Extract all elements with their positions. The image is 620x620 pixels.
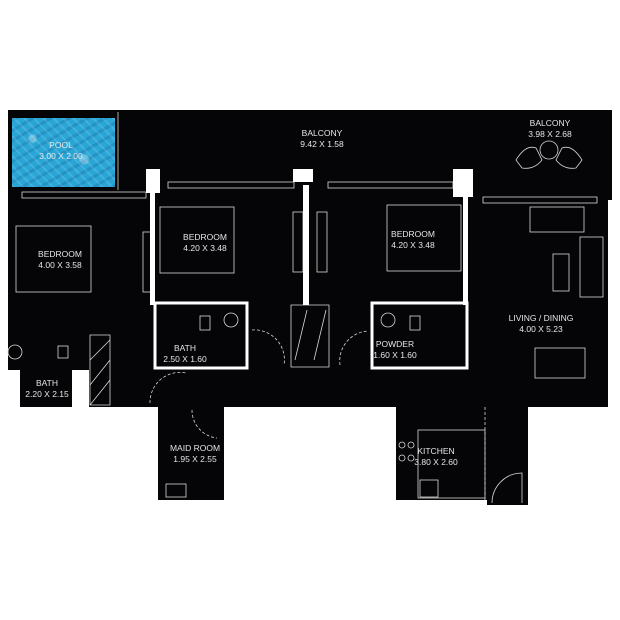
shaft-hatch <box>89 334 111 406</box>
dining-table-icon <box>534 347 586 379</box>
sink-icon <box>380 312 396 328</box>
bed-icon <box>159 206 235 274</box>
room-name: BEDROOM <box>183 232 227 242</box>
room-name: KITCHEN <box>417 446 455 456</box>
room-name: LIVING / DINING <box>508 313 574 323</box>
stove-icon <box>398 441 406 449</box>
room-name: BALCONY <box>529 118 571 128</box>
window <box>482 196 598 204</box>
sofa-icon <box>579 236 604 298</box>
bed-icon <box>165 483 187 498</box>
door-swing <box>491 472 523 504</box>
chair-icon <box>515 146 543 169</box>
stove-icon <box>398 454 406 462</box>
wall <box>303 185 309 305</box>
door-swing <box>191 409 218 439</box>
room-name: BATH <box>173 343 197 353</box>
room-size: 4.00 X 3.58 <box>38 260 82 270</box>
toilet-icon <box>57 345 69 359</box>
chair-icon <box>555 146 583 169</box>
coffee-table-icon <box>552 253 570 292</box>
window <box>21 191 147 199</box>
powder-room-walls <box>370 301 469 370</box>
kitchen-sink-icon <box>419 479 439 498</box>
wardrobe <box>316 211 328 273</box>
room-size: 2.20 X 2.15 <box>25 389 69 399</box>
toilet-icon <box>409 315 421 331</box>
sink-icon <box>223 312 239 328</box>
room-size: 2.50 X 1.60 <box>163 354 207 364</box>
sink-icon <box>7 344 23 360</box>
shaft-hatch <box>290 304 330 368</box>
wall-notch <box>146 169 160 193</box>
stove-icon <box>407 441 415 449</box>
table-icon <box>539 140 559 160</box>
bed-icon <box>386 204 462 272</box>
room-size: 1.95 X 2.55 <box>173 454 217 464</box>
door-swing <box>251 329 285 366</box>
wall <box>150 193 155 305</box>
door-swing <box>149 372 187 404</box>
room-size: 3.80 X 2.60 <box>414 457 458 467</box>
bath-room-walls <box>153 301 249 370</box>
room-name: POOL <box>49 140 73 150</box>
room-name: BEDROOM <box>38 249 82 259</box>
bed-icon <box>15 225 92 293</box>
room-name: BATH <box>35 378 59 388</box>
sofa-icon <box>529 206 585 233</box>
room-name: BALCONY <box>301 128 343 138</box>
wall-notch <box>293 169 313 182</box>
room-size: 9.42 X 1.58 <box>300 139 344 149</box>
door-swing <box>339 330 369 366</box>
room-size: 3.98 X 2.68 <box>528 129 572 139</box>
room-size: 4.00 X 5.23 <box>519 324 563 334</box>
room-size: 4.20 X 3.48 <box>183 243 227 253</box>
room-name: MAID ROOM <box>169 443 221 453</box>
room-size: 3.00 X 2.00 <box>39 151 83 161</box>
stove-icon <box>407 454 415 462</box>
toilet-icon <box>199 315 211 331</box>
room-size: 4.20 X 3.48 <box>391 240 435 250</box>
room-name: BEDROOM <box>391 229 435 239</box>
room-name: POWDER <box>375 339 415 349</box>
room-size: 1.60 X 1.60 <box>373 350 417 360</box>
wall <box>463 193 468 305</box>
wall-notch <box>453 169 473 197</box>
pool-image <box>12 118 115 187</box>
window <box>167 181 295 189</box>
